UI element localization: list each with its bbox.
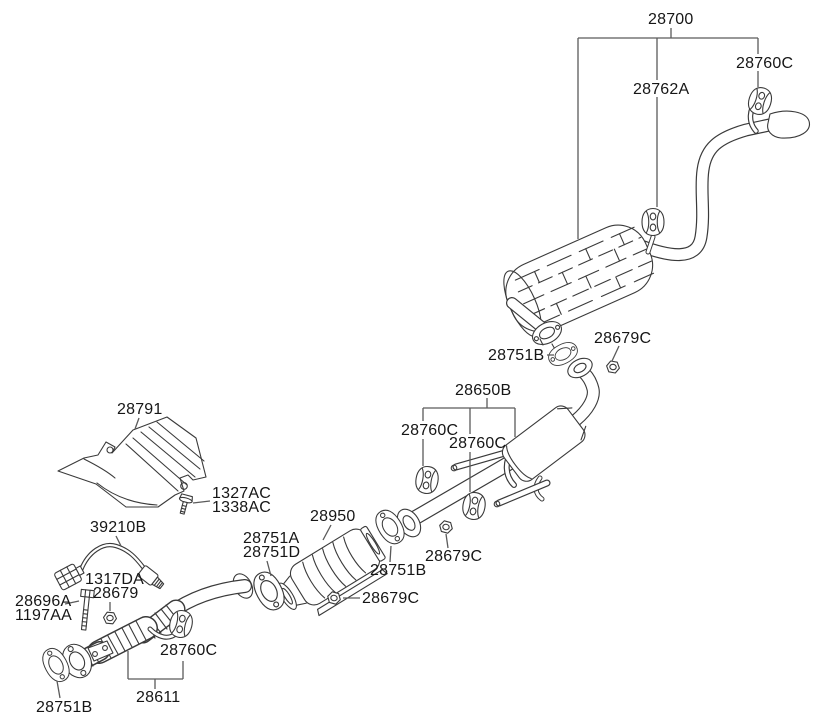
callout-28700[interactable]: 28700 [648, 11, 694, 28]
callout-28751A[interactable]: 28751A [243, 530, 300, 547]
callout-28950[interactable]: 28950 [310, 508, 356, 525]
callout-28760C[interactable]: 28760C [401, 422, 459, 439]
callout-28751B[interactable]: 28751B [488, 347, 545, 364]
tailpipe-tip [767, 110, 810, 139]
oxygen-sensor [54, 542, 165, 591]
callout-28751B[interactable]: 28751B [370, 562, 427, 579]
callout-28650B[interactable]: 28650B [455, 382, 512, 399]
flange-nut [437, 519, 455, 535]
callout-28679[interactable]: 28679 [93, 585, 139, 602]
flange-nut [605, 359, 621, 375]
callout-1338AC[interactable]: 1338AC [212, 499, 272, 516]
callout-1317DA[interactable]: 1317DA [85, 571, 145, 588]
callout-1197AA[interactable]: 1197AA [15, 607, 72, 624]
callout-28696A[interactable]: 28696A [15, 593, 72, 610]
callout-28760C[interactable]: 28760C [736, 55, 794, 72]
flange-nut [102, 611, 118, 625]
callout-28760C[interactable]: 28760C [160, 642, 218, 659]
hanger-rubber [413, 464, 441, 496]
callout-28679C[interactable]: 28679C [594, 330, 652, 347]
center-muffler-outlet-flange [567, 357, 593, 379]
rear-muffler [503, 224, 655, 338]
bolt-28696a [80, 588, 95, 631]
hanger-rubber [641, 207, 665, 237]
callout-28679C[interactable]: 28679C [362, 590, 420, 607]
callout-28762A[interactable]: 28762A [633, 81, 690, 98]
center-muffler [405, 364, 600, 527]
callout-leader-lines [56, 28, 759, 699]
callout-1327AC[interactable]: 1327AC [212, 485, 272, 502]
callout-39210B[interactable]: 39210B [90, 519, 147, 536]
callout-28751B[interactable]: 28751B [36, 699, 93, 716]
callout-28760C[interactable]: 28760C [449, 435, 507, 452]
callout-28751D[interactable]: 28751D [243, 544, 301, 561]
rear-muffler-inlet-pipe [506, 234, 656, 335]
catalytic-converter [277, 525, 388, 617]
bolt-1327ac [178, 493, 193, 515]
tailpipe [634, 98, 781, 262]
callout-28791[interactable]: 28791 [117, 401, 163, 418]
heat-shield [57, 416, 207, 508]
callout-28611[interactable]: 28611 [136, 689, 181, 706]
gasket-converter-inlet [247, 566, 291, 616]
callout-28679C[interactable]: 28679C [425, 548, 483, 565]
